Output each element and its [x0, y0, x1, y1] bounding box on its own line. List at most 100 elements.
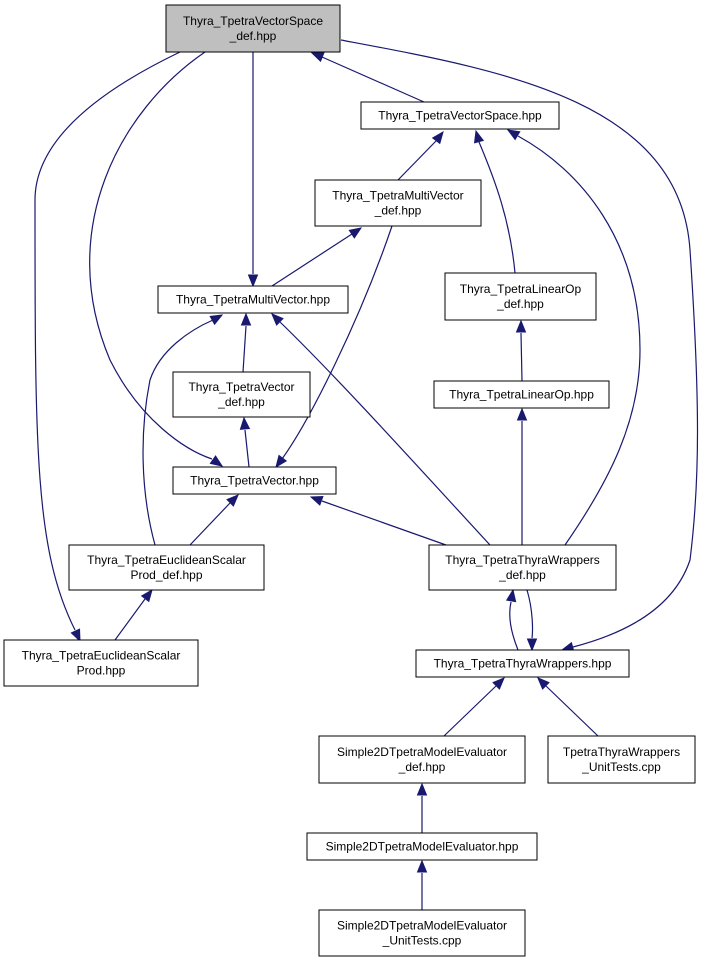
node-box[interactable] — [306, 832, 538, 861]
node-box[interactable] — [428, 544, 617, 591]
edge-lo_def-to-vs — [473, 129, 516, 274]
node-vs[interactable]: Thyra_TpetraVectorSpace.hpp — [360, 101, 560, 130]
edge-line — [321, 56, 425, 103]
arrowhead — [310, 52, 325, 63]
arrowhead — [209, 314, 224, 326]
arrowhead — [348, 227, 363, 239]
node-box[interactable] — [360, 101, 560, 130]
node-tw-def[interactable]: Thyra_TpetraThyraWrappers_def.hpp — [428, 544, 617, 591]
edge-v-to-v_def — [239, 416, 251, 468]
node-label-line: Thyra_TpetraEuclideanScalar — [22, 649, 181, 663]
node-vs-def[interactable]: Thyra_TpetraVectorSpace_def.hpp — [165, 4, 341, 53]
arrowhead — [240, 312, 252, 326]
node-label-line: Thyra_TpetraMultiVector — [332, 189, 463, 203]
node-v[interactable]: Thyra_TpetraVector.hpp — [172, 466, 337, 495]
node-box[interactable] — [172, 371, 311, 418]
edge-line — [443, 685, 497, 737]
edge-mv_def-to-vs — [397, 130, 444, 181]
edge-lo-to-lo_def — [515, 319, 527, 382]
node-box[interactable] — [157, 285, 349, 314]
arrowhead — [431, 130, 444, 145]
node-box[interactable] — [547, 735, 696, 784]
node-label-line: Thyra_TpetraVectorSpace.hpp — [378, 109, 542, 123]
node-label-line: Thyra_TpetraVector — [188, 380, 294, 394]
node-box[interactable] — [318, 909, 526, 957]
node-box[interactable] — [68, 544, 265, 591]
node-tw[interactable]: Thyra_TpetraThyraWrappers.hpp — [415, 649, 630, 678]
arrowhead — [140, 588, 153, 603]
edge-v-to-mv_def — [275, 225, 393, 469]
node-label-line: Thyra_TpetraMultiVector.hpp — [176, 293, 330, 307]
node-label-line: Thyra_TpetraLinearOp — [460, 282, 582, 296]
arrowhead — [275, 454, 288, 469]
arrowhead — [515, 319, 527, 333]
node-label-line: _def.hpp — [374, 204, 422, 218]
edge-tw_def-to-v — [309, 496, 447, 546]
node-v-def[interactable]: Thyra_TpetraVector_def.hpp — [172, 371, 311, 418]
edge-line — [397, 140, 437, 181]
node-label-line: Thyra_TpetraVectorSpace — [183, 14, 323, 28]
arrowhead — [309, 496, 324, 506]
arrowhead — [473, 129, 485, 144]
edge-tw_def-to-tw — [526, 589, 538, 652]
edge-vs_def-to-v — [89, 51, 224, 467]
node-label-line: TpetraThyraWrappers — [563, 745, 680, 759]
arrowhead — [416, 782, 428, 796]
arrowhead — [506, 129, 521, 141]
edge-mv-to-mv_def — [271, 227, 363, 287]
edge-line — [321, 500, 447, 546]
node-label-line: Thyra_TpetraVector.hpp — [190, 474, 319, 488]
node-lo[interactable]: Thyra_TpetraLinearOp.hpp — [433, 380, 610, 409]
arrowhead — [492, 677, 505, 690]
node-box[interactable] — [415, 649, 630, 678]
node-label-line: Prod_def.hpp — [130, 568, 202, 582]
edge-line — [142, 319, 214, 546]
node-s2d[interactable]: Simple2DTpetraModelEvaluator.hpp — [306, 832, 538, 861]
edge-line — [517, 135, 641, 546]
node-box[interactable] — [444, 272, 597, 321]
edge-tw_def-to-mv — [271, 313, 491, 546]
node-box[interactable] — [165, 4, 341, 53]
node-box[interactable] — [433, 380, 610, 409]
node-box[interactable] — [172, 466, 337, 495]
node-twut[interactable]: TpetraThyraWrappers_UnitTests.cpp — [547, 735, 696, 784]
arrowhead — [239, 416, 251, 430]
arrowhead — [209, 455, 224, 467]
edge-line — [114, 598, 146, 641]
node-s2dut[interactable]: Simple2DTpetraModelEvaluator_UnitTests.c… — [318, 909, 526, 957]
node-label-line: Simple2DTpetraModelEvaluator.hpp — [326, 840, 519, 854]
arrowhead — [537, 677, 550, 690]
node-box[interactable] — [3, 639, 199, 687]
node-box[interactable] — [318, 735, 526, 784]
node-lo-def[interactable]: Thyra_TpetraLinearOp_def.hpp — [444, 272, 597, 321]
edge-line — [478, 141, 516, 274]
node-label-line: _UnitTests.cpp — [581, 760, 661, 774]
edge-es_def-to-v — [189, 494, 239, 546]
edge-line — [340, 39, 699, 648]
node-s2d-def[interactable]: Simple2DTpetraModelEvaluator_def.hpp — [318, 735, 526, 784]
node-box[interactable] — [314, 179, 482, 227]
edge-v_def-to-mv — [240, 312, 252, 373]
node-label-line: Simple2DTpetraModelEvaluator — [337, 919, 507, 933]
node-mv[interactable]: Thyra_TpetraMultiVector.hpp — [157, 285, 349, 314]
edge-line — [34, 51, 181, 631]
edge-line — [244, 429, 250, 468]
node-label-line: Prod.hpp — [77, 664, 126, 678]
node-label-line: Thyra_TpetraLinearOp.hpp — [449, 388, 594, 402]
node-label-line: _UnitTests.cpp — [382, 934, 462, 948]
node-label-line: _def.hpp — [496, 297, 544, 311]
edge-line — [545, 685, 599, 737]
edge-line — [279, 321, 491, 546]
edge-s2dut-to-s2d — [416, 859, 428, 910]
node-label-line: Simple2DTpetraModelEvaluator — [337, 745, 507, 759]
node-mv-def[interactable]: Thyra_TpetraMultiVector_def.hpp — [314, 179, 482, 227]
arrowhead — [416, 859, 428, 873]
node-label-line: Thyra_TpetraThyraWrappers — [445, 553, 600, 567]
node-label-line: _def.hpp — [398, 760, 446, 774]
edge-es_def-to-mv — [142, 314, 224, 546]
edge-line — [189, 502, 231, 546]
edge-vs_def-to-es — [34, 51, 181, 643]
